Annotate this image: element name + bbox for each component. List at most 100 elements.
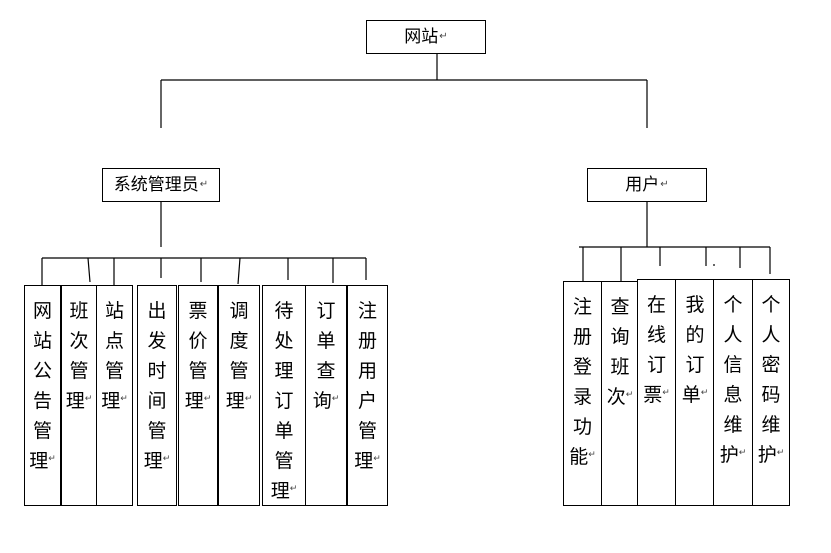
label-char: 次 [69, 330, 89, 352]
label-char: 用 [357, 360, 377, 382]
label-char: 单 [316, 330, 336, 352]
label-char: 理↵ [143, 450, 171, 472]
label-char: 询↵ [312, 390, 340, 412]
label-char: 理↵ [184, 390, 212, 412]
label-char: 单 [274, 420, 294, 442]
label-char: 码 [761, 384, 781, 406]
paragraph-mark-icon: ↵ [84, 394, 93, 404]
label-char: 班 [610, 356, 630, 378]
label-char: 查 [610, 296, 630, 318]
label-char: 订 [274, 390, 294, 412]
label-char: 个 [761, 294, 781, 316]
label-char: 告 [32, 390, 52, 412]
label-char: 维 [761, 414, 781, 436]
label-char: 发 [147, 330, 167, 352]
label-char: 待 [274, 300, 294, 322]
admin-child-tick [87, 257, 91, 283]
label-char: 我 [685, 294, 705, 316]
user-function-box: 个人密码维护↵ [752, 279, 790, 506]
label-char: 网 [32, 300, 52, 322]
admin-label: 系统管理员 [113, 174, 199, 195]
label-char: 个 [723, 294, 743, 316]
root-label: 网站 [404, 26, 439, 47]
admin-function-box: 班次管理↵ [61, 285, 97, 506]
user-function-label: 个人信息维护↵ [720, 290, 747, 505]
label-char: 出 [147, 300, 167, 322]
admin-child-tick [237, 257, 241, 285]
admin-function-box: 调度管理↵ [218, 285, 260, 506]
admin-node: 系统管理员↵ [102, 168, 220, 202]
label-char: 录 [572, 386, 592, 408]
user-function-label: 个人密码维护↵ [758, 290, 785, 505]
label-char: 的 [685, 324, 705, 346]
label-char: 管 [69, 360, 89, 382]
label-char: 理 [274, 360, 294, 382]
admin-function-box: 站点管理↵ [96, 285, 133, 506]
label-char: 理↵ [270, 480, 298, 502]
label-char: 人 [723, 324, 743, 346]
paragraph-mark-icon: ↵ [331, 394, 340, 404]
admin-function-box: 票价管理↵ [178, 285, 218, 506]
user-function-box: 在线订票↵ [637, 279, 676, 506]
label-char: 管 [147, 420, 167, 442]
paragraph-mark-icon: ↵ [588, 450, 596, 460]
label-char: 功 [572, 416, 592, 438]
label-char: 询 [610, 326, 630, 348]
label-char: 册 [357, 330, 377, 352]
label-char: 户 [357, 390, 377, 412]
label-char: 管 [104, 360, 124, 382]
label-char: 订 [685, 354, 705, 376]
label-char: 订 [646, 354, 666, 376]
label-char: 注 [572, 296, 592, 318]
user-function-box: 个人信息维护↵ [713, 279, 753, 506]
label-char: 订 [316, 300, 336, 322]
label-char: 查 [316, 360, 336, 382]
admin-function-box: 注册用户管理↵ [347, 285, 388, 506]
label-char: 班 [69, 300, 89, 322]
label-char: 注 [357, 300, 377, 322]
label-char: 管 [188, 360, 208, 382]
label-char: 管 [32, 420, 52, 442]
root-node: 网站↵ [366, 20, 486, 54]
label-char: 维 [723, 414, 743, 436]
label-char: 价 [188, 330, 208, 352]
label-char: 息 [723, 384, 743, 406]
label-char: 站 [104, 300, 124, 322]
user-function-box: 我的订单↵ [675, 279, 715, 506]
paragraph-mark-icon: ↵ [738, 448, 747, 458]
label-char: 在 [646, 294, 666, 316]
label-char: 次↵ [606, 386, 634, 408]
label-char: 票↵ [643, 384, 670, 406]
paragraph-mark-icon: ↵ [700, 388, 709, 398]
label-char: 理↵ [225, 390, 253, 412]
label-char: 站 [32, 330, 52, 352]
user-function-box: 查询班次↵ [601, 281, 639, 506]
paragraph-mark-icon: ↵ [439, 31, 448, 42]
user-label: 用户 [625, 174, 660, 195]
label-char: 密 [761, 354, 781, 376]
label-char: 理↵ [354, 450, 381, 472]
admin-function-box: 网站公告管理↵ [24, 285, 61, 506]
label-char: 公 [32, 360, 52, 382]
admin-function-label: 待处理订单管理↵ [271, 296, 298, 505]
label-char: 间 [147, 390, 167, 412]
user-node: 用户↵ [587, 168, 707, 202]
label-char: 度 [229, 330, 249, 352]
admin-function-label: 班次管理↵ [66, 296, 93, 505]
paragraph-mark-icon: ↵ [244, 394, 253, 404]
paragraph-mark-icon: ↵ [48, 454, 56, 464]
label-char: 理↵ [101, 390, 128, 412]
admin-function-label: 票价管理↵ [185, 296, 212, 505]
label-char: 处 [274, 330, 294, 352]
admin-function-label: 注册用户管理↵ [354, 296, 381, 505]
label-char: 时 [147, 360, 167, 382]
label-char: 单↵ [681, 384, 709, 406]
label-char: 能↵ [569, 446, 596, 468]
label-char: 册 [572, 326, 592, 348]
paragraph-mark-icon: ↵ [373, 454, 381, 464]
paragraph-mark-icon: ↵ [162, 454, 171, 464]
user-function-label: 我的订单↵ [682, 290, 709, 505]
label-char: 调 [229, 300, 249, 322]
